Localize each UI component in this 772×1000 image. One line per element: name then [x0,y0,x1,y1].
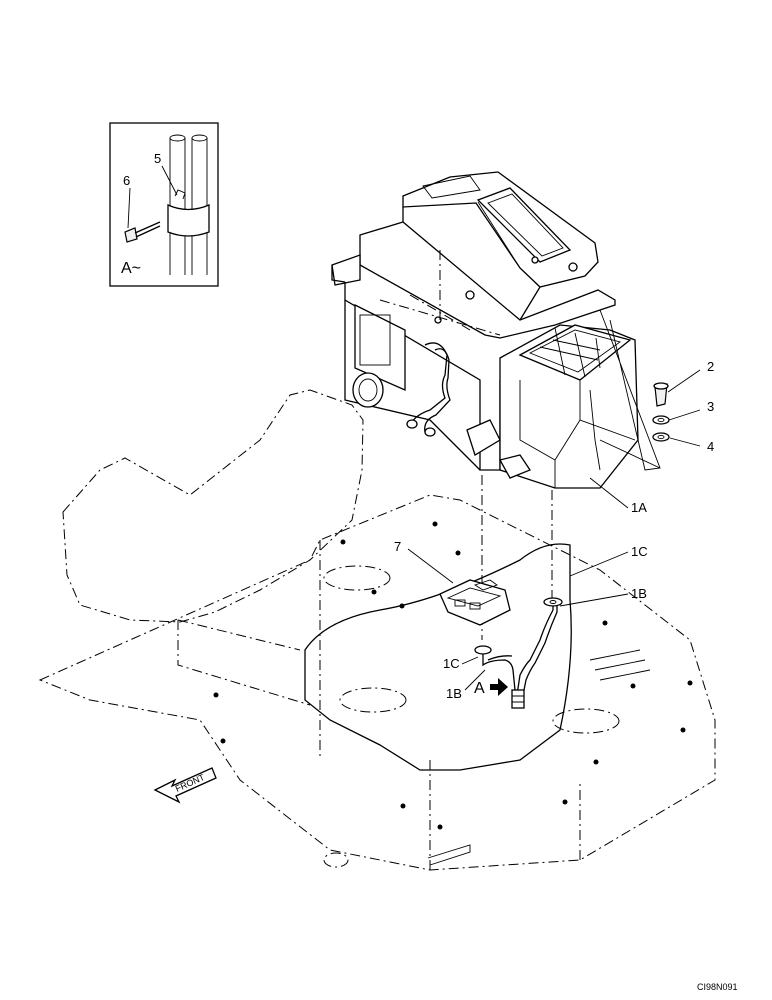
seat-outline [62,389,364,706]
leader-1B-right [559,593,629,607]
view-a-arrow-icon [490,678,508,696]
callout-1B-left: 1B [446,686,462,701]
detail-inset-view-a [109,122,219,287]
callout-7: 7 [394,539,401,554]
view-a-arrow-label: A [474,680,485,697]
callout-3: 3 [707,399,714,414]
mounting-centerlines [481,475,553,640]
leader-6 [127,187,131,229]
front-direction-arrow: FRONT [153,767,217,804]
drain-hoses [474,597,563,709]
control-panel [439,579,511,626]
drawing-code: CI98N091 [697,982,738,992]
leader-5 [161,165,178,196]
front-arrow-label: FRONT [174,772,207,794]
callout-1C-right: 1C [631,544,648,559]
callout-5: 5 [154,151,161,166]
leader-1B-left [464,669,486,691]
callout-6: 6 [123,173,130,188]
callout-1B-right: 1B [631,586,647,601]
detail-view-label: A~ [121,260,141,277]
callout-4: 4 [707,439,714,454]
floor-plate-outline [38,494,716,871]
callout-1C-left: 1C [443,656,460,671]
fastener-stack [599,309,701,471]
leader-1C-left [461,656,479,665]
air-conditioner-unit [331,171,639,489]
leader-7 [407,548,454,584]
callout-2: 2 [707,359,714,374]
callout-1A: 1A [631,500,647,515]
leader-1A [589,477,629,509]
leader-1C-right [569,551,629,577]
